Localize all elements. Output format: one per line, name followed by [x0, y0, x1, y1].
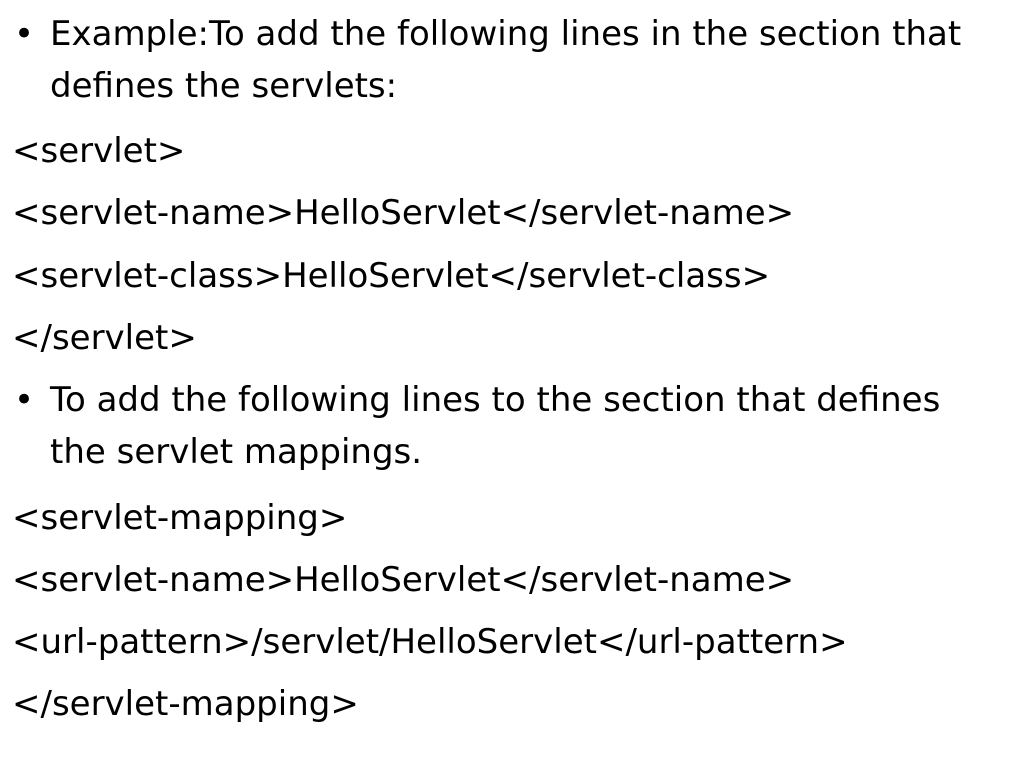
code-line: </servlet-mapping> — [12, 684, 359, 724]
code-line: <url-pattern>/servlet/HelloServlet</url-… — [12, 622, 848, 662]
bullet-item-example: • Example:To add the following lines in … — [14, 8, 994, 112]
code-line: <servlet-mapping> — [12, 498, 348, 538]
bullet-text: Example:To add the following lines in th… — [50, 14, 962, 106]
bullet-item-mappings: • To add the following lines to the sect… — [14, 374, 994, 478]
code-line: <servlet-name>HelloServlet</servlet-name… — [12, 193, 795, 233]
code-line: <servlet> — [12, 131, 186, 171]
code-line: </servlet> — [12, 318, 197, 358]
code-line: <servlet-class>HelloServlet</servlet-cla… — [12, 256, 771, 296]
bullet-text: To add the following lines to the sectio… — [50, 380, 941, 472]
code-line: <servlet-name>HelloServlet</servlet-name… — [12, 560, 795, 600]
bullet-marker: • — [14, 14, 35, 54]
bullet-marker: • — [14, 380, 35, 420]
